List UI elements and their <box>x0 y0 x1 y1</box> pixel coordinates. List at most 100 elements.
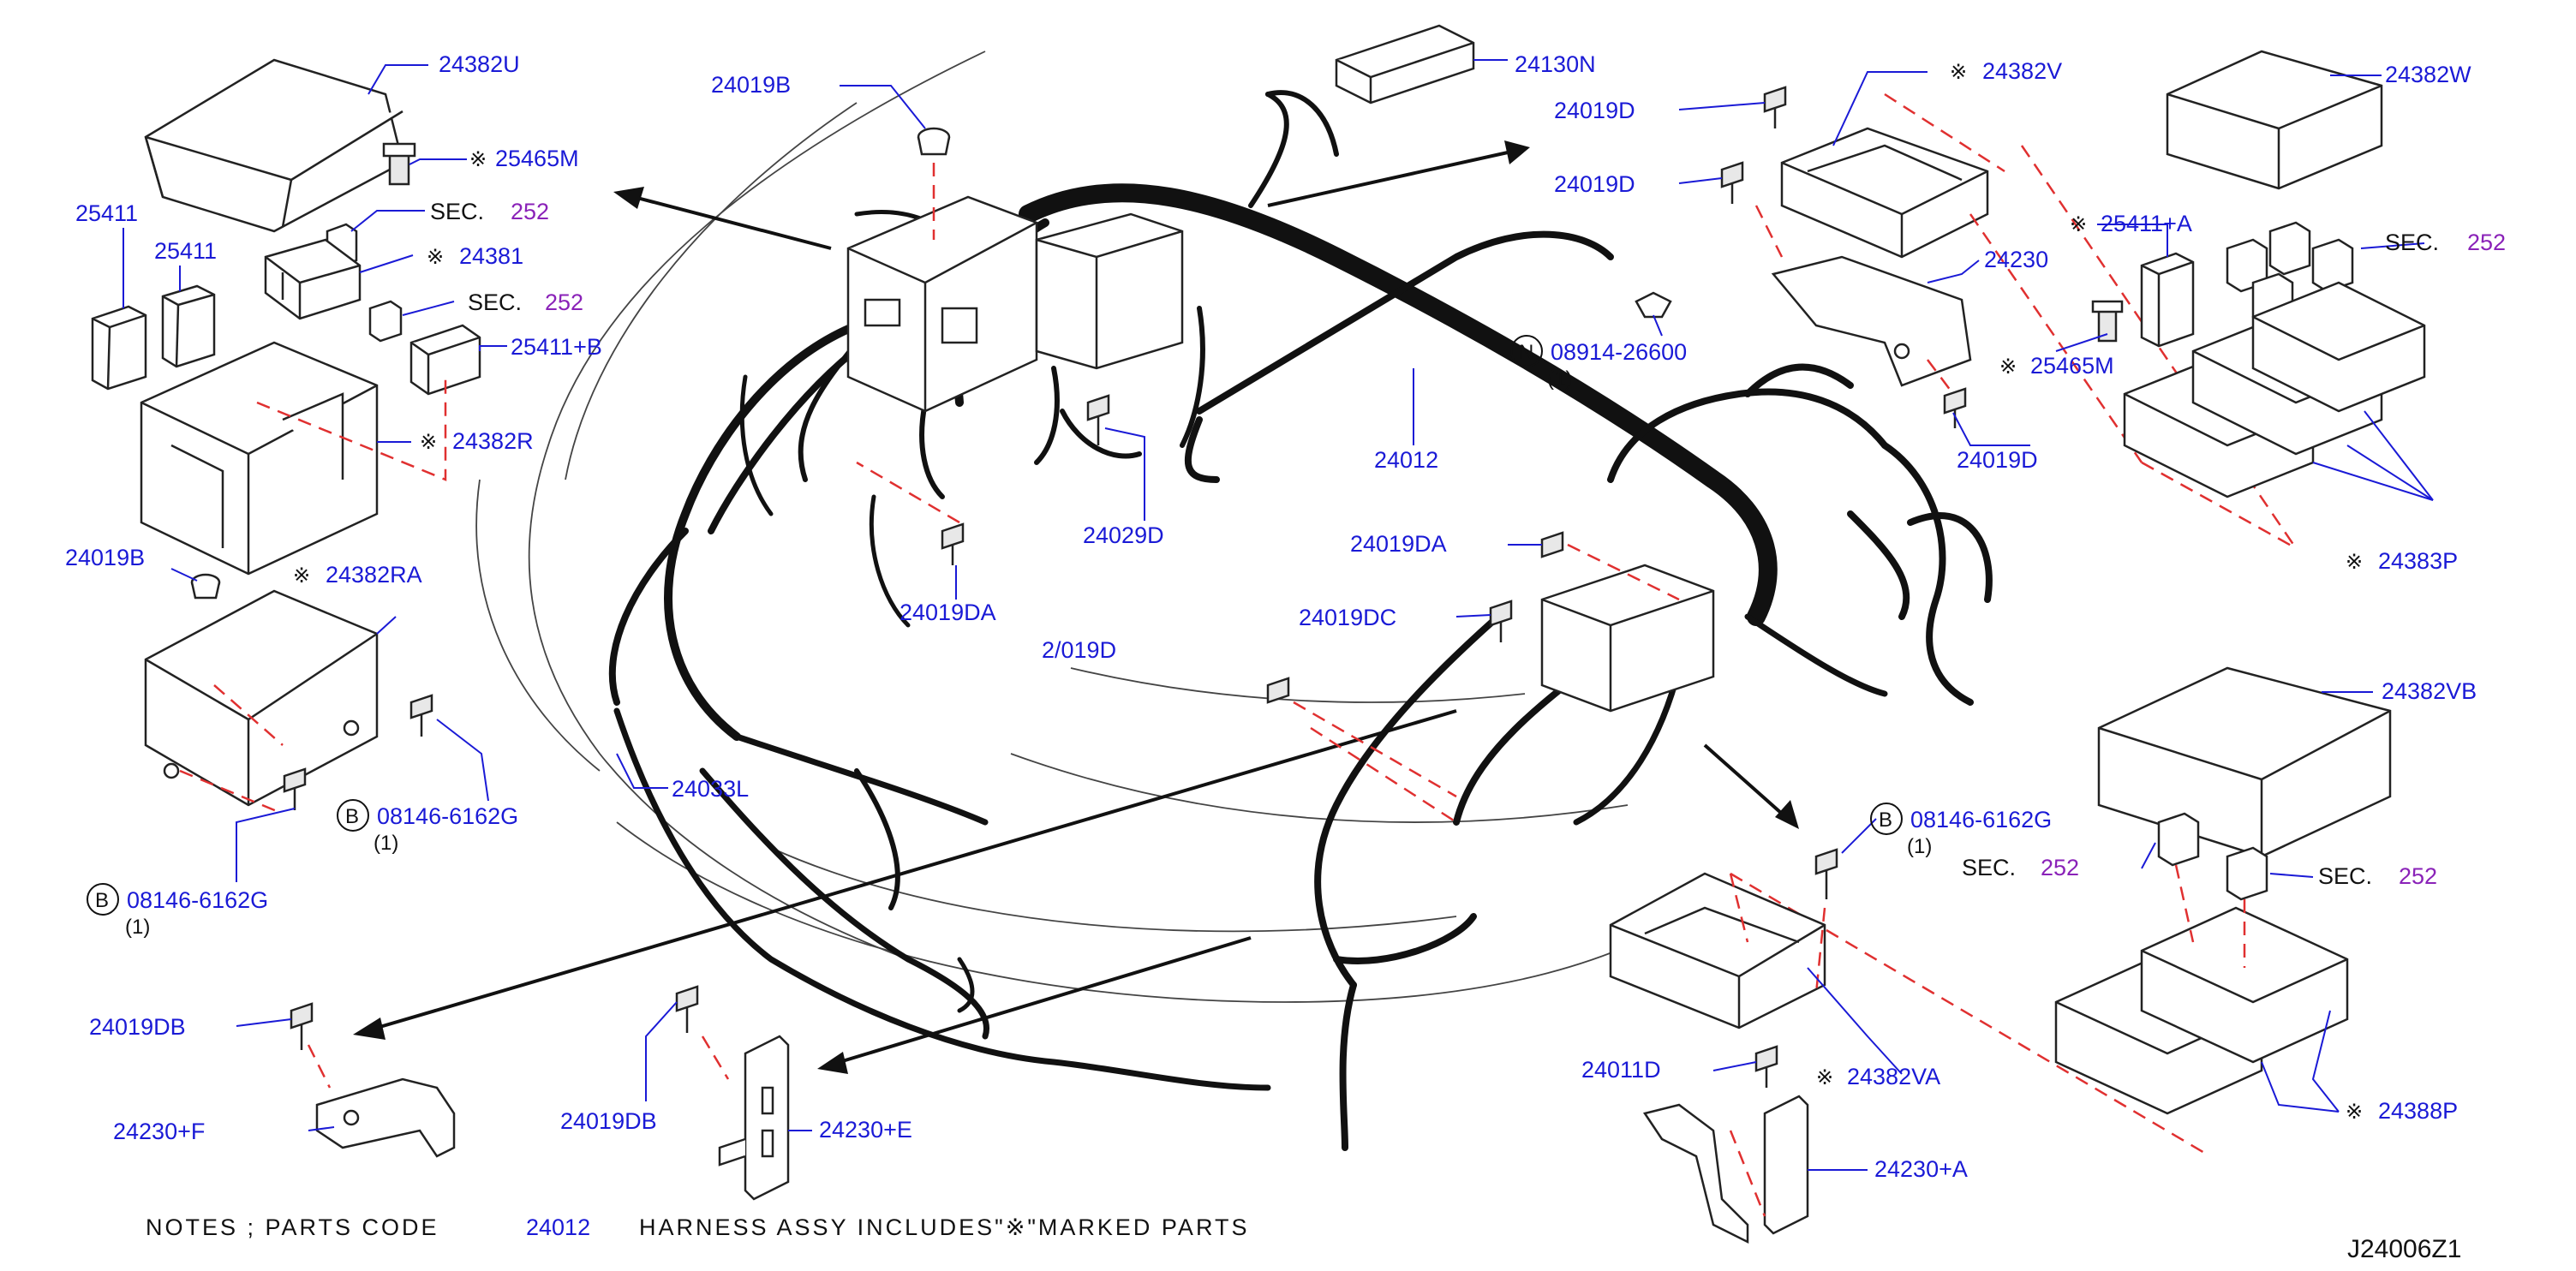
kome-mark: ※ <box>1816 1066 1833 1089</box>
notes-prefix: NOTES ; PARTS CODE <box>146 1214 439 1240</box>
b-symbol: B <box>345 805 359 828</box>
label-24019B-left: 24019B <box>65 545 145 570</box>
fuse-25465M-left <box>382 142 416 186</box>
central-relay-block-right <box>1035 212 1184 370</box>
bracket-24230A <box>1642 1095 1809 1244</box>
qty-08146-c: (1) <box>1907 835 1932 858</box>
label-08146-c: 08146-6162G <box>1910 807 2052 832</box>
label-24382RA: 24382RA <box>326 562 422 588</box>
label-08146-a: 08146-6162G <box>377 803 518 829</box>
label-24019DB-mid: 24019DB <box>560 1108 657 1134</box>
label-24230E: 24230+E <box>819 1117 912 1143</box>
clip-08914 <box>1635 291 1672 319</box>
label-sec-d-num: 252 <box>2041 855 2079 880</box>
label-24230: 24230 <box>1984 247 2048 272</box>
label-24019D-a: 24019D <box>1554 98 1635 123</box>
connector-24130N <box>1335 24 1475 104</box>
label-sec-a-num: 252 <box>511 199 549 224</box>
relay-sec252-d <box>2157 812 2200 867</box>
kome-mark: ※ <box>2346 1101 2363 1124</box>
cover-24382W <box>2166 50 2383 190</box>
callout-labels: 24382U ※ 25465M 25411 25411 SEC. 252 ※ 2… <box>65 51 2506 1182</box>
fuse-blocks-24388P <box>2054 906 2349 1115</box>
n-symbol: N <box>1519 341 1533 364</box>
label-25411-a: 25411 <box>75 200 138 226</box>
label-25465M-left: 25465M <box>495 146 579 171</box>
bracket-24382VA <box>1609 872 1826 1029</box>
label-25465M-right: 25465M <box>2030 353 2114 379</box>
label-24388P: 24388P <box>2378 1098 2458 1124</box>
label-24019DC: 24019DC <box>1299 605 1396 630</box>
label-sec-e-num: 252 <box>2399 863 2437 889</box>
bolt-08146-a <box>409 694 433 737</box>
qty-08146-b: (1) <box>125 916 150 939</box>
bolt-24019D-b <box>1720 161 1744 204</box>
label-sec-b: SEC. <box>468 289 522 315</box>
bolt-24029D <box>1086 394 1110 445</box>
bolt-24019DB-left <box>290 1002 332 1089</box>
bolt-24011D <box>1754 1045 1778 1088</box>
detail-arrows <box>353 140 1799 1074</box>
main-harness-24012 <box>608 90 1993 1151</box>
bolt-08146-c <box>1814 848 1838 899</box>
central-relay-block-left <box>846 195 1038 413</box>
bolt-24019DA-b <box>1540 531 1680 601</box>
cover-24382VB <box>2097 666 2392 858</box>
label-25411-b: 25411 <box>154 238 217 264</box>
label-sec-c: SEC. <box>2385 230 2439 255</box>
relay-sec252-e <box>2226 846 2268 901</box>
bracket-24230F <box>315 1077 456 1158</box>
bolt-24019D-a <box>1763 86 1787 128</box>
kome-mark: ※ <box>420 431 437 454</box>
bolt-24019DC <box>1489 600 1513 642</box>
label-24381: 24381 <box>459 243 523 269</box>
b-symbol: B <box>1879 809 1892 832</box>
connector-24381 <box>264 238 362 320</box>
kome-mark: ※ <box>293 564 310 588</box>
label-24382R: 24382R <box>452 428 534 454</box>
label-24382U: 24382U <box>439 51 520 77</box>
label-24019DA-b: 24019DA <box>1350 531 1447 557</box>
grommet-24019B-left <box>190 573 221 600</box>
kome-mark: ※ <box>2070 213 2087 236</box>
label-24012: 24012 <box>1374 447 1438 473</box>
label-24130N: 24130N <box>1515 51 1596 77</box>
label-24029D: 24029D <box>1083 522 1164 548</box>
label-24019DA-a: 24019DA <box>900 600 996 625</box>
b-circle <box>337 799 369 832</box>
bracket-24382V <box>1780 127 1989 259</box>
diagram-code: J24006Z1 <box>2347 1235 2461 1263</box>
relay-sec252-b <box>368 300 403 343</box>
central-relay-block-lower <box>1540 564 1715 713</box>
label-sec-b-num: 252 <box>545 289 583 315</box>
label-24019D-b: 24019D <box>1554 171 1635 197</box>
qty-08914: (1) <box>1547 367 1572 391</box>
qty-08146-a: (1) <box>374 832 398 855</box>
notes-part-code: 24012 <box>526 1214 590 1240</box>
leftgroup-dashed-lines <box>179 377 447 815</box>
label-25411-plus-b: 25411+B <box>511 334 602 360</box>
kome-mark: ※ <box>1950 61 1967 84</box>
kome-mark: ※ <box>1999 355 2017 379</box>
label-25411-plus-a: 25411+A <box>2101 211 2192 236</box>
label-24382V: 24382V <box>1982 58 2062 84</box>
bolt-08146-b <box>283 767 307 810</box>
label-08914: 08914-26600 <box>1551 339 1687 365</box>
label-sec-e: SEC. <box>2318 863 2372 889</box>
relay-25411-plus-a <box>2140 252 2195 348</box>
bracket-24230E <box>718 1035 790 1201</box>
bracket-24382RA <box>144 589 379 807</box>
grommet-24019B-top <box>917 127 951 240</box>
bolt-24019DA-a <box>856 461 965 565</box>
label-2-019D: 2/019D <box>1042 637 1116 663</box>
label-08146-b: 08146-6162G <box>127 887 268 913</box>
b-symbol: B <box>95 889 109 912</box>
label-sec-c-num: 252 <box>2467 230 2506 255</box>
notes-suffix: HARNESS ASSY INCLUDES"※"MARKED PARTS <box>639 1214 1249 1240</box>
label-24382W: 24382W <box>2385 62 2471 87</box>
block-24382R <box>140 341 379 576</box>
bracket-24230 <box>1771 255 1972 387</box>
label-24382VA: 24382VA <box>1847 1064 1940 1089</box>
cover-24382U-illustration <box>144 58 404 233</box>
